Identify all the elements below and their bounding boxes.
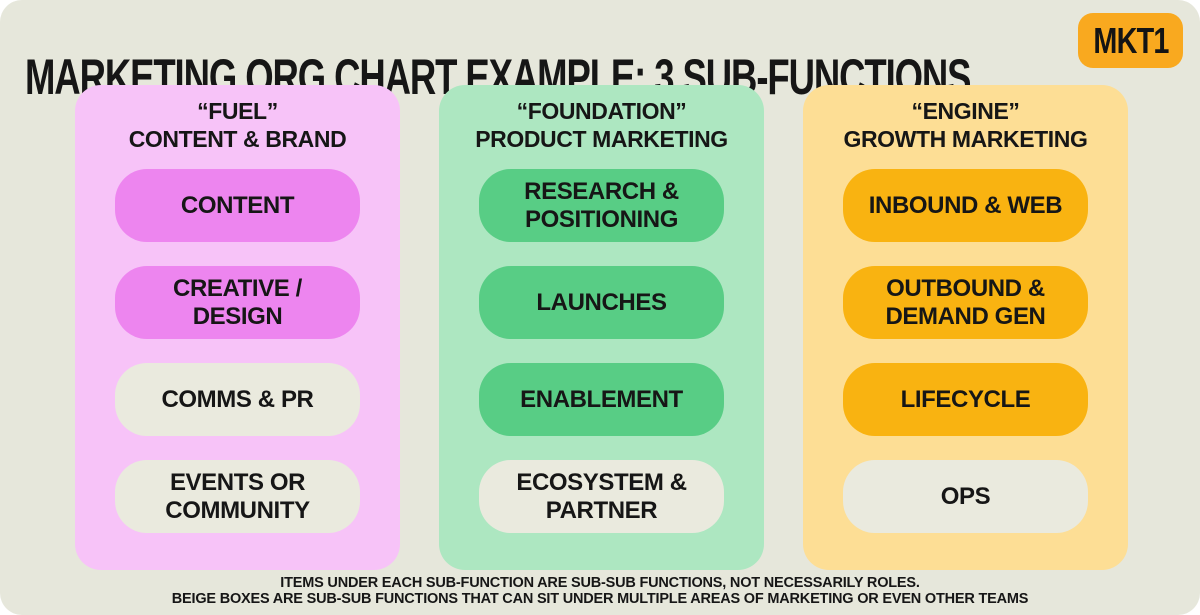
column-fuel-content-and-brand: “FUEL” CONTENT & BRAND CONTENT CREATIVE … [75, 85, 400, 570]
sub-sub-function-box: LIFECYCLE [843, 363, 1088, 436]
footnote-line-2: BEIGE BOXES ARE SUB-SUB FUNCTIONS THAT C… [171, 590, 1029, 607]
column-engine-growth-marketing: “ENGINE” GROWTH MARKETING INBOUND & WEB … [803, 85, 1128, 570]
column-foundation-product-marketing: “FOUNDATION” PRODUCT MARKETING RESEARCH … [439, 85, 764, 570]
column-header: “ENGINE” GROWTH MARKETING [843, 98, 1088, 152]
mkt1-logo: MKT1 [1078, 13, 1183, 68]
mkt1-logo-text: MKT1 [1092, 19, 1169, 61]
sub-sub-function-box: ENABLEMENT [479, 363, 724, 436]
sub-sub-function-box: COMMS & PR [115, 363, 360, 436]
sub-sub-function-box: ECOSYSTEM & PARTNER [479, 460, 724, 533]
sub-sub-function-box: OPS [843, 460, 1088, 533]
sub-sub-function-box: INBOUND & WEB [843, 169, 1088, 242]
sub-sub-function-box: CREATIVE / DESIGN [115, 266, 360, 339]
sub-sub-function-box: CONTENT [115, 169, 360, 242]
column-header: “FUEL” CONTENT & BRAND [128, 98, 347, 152]
sub-function-columns: “FUEL” CONTENT & BRAND CONTENT CREATIVE … [75, 85, 1128, 570]
footnote: ITEMS UNDER EACH SUB-FUNCTION ARE SUB-SU… [0, 575, 1200, 607]
sub-sub-function-box: OUTBOUND & DEMAND GEN [843, 266, 1088, 339]
sub-sub-function-box: RESEARCH & POSITIONING [479, 169, 724, 242]
column-header: “FOUNDATION” PRODUCT MARKETING [475, 98, 728, 152]
sub-sub-function-box: EVENTS OR COMMUNITY [115, 460, 360, 533]
footnote-line-1: ITEMS UNDER EACH SUB-FUNCTION ARE SUB-SU… [280, 574, 920, 591]
sub-sub-function-box: LAUNCHES [479, 266, 724, 339]
